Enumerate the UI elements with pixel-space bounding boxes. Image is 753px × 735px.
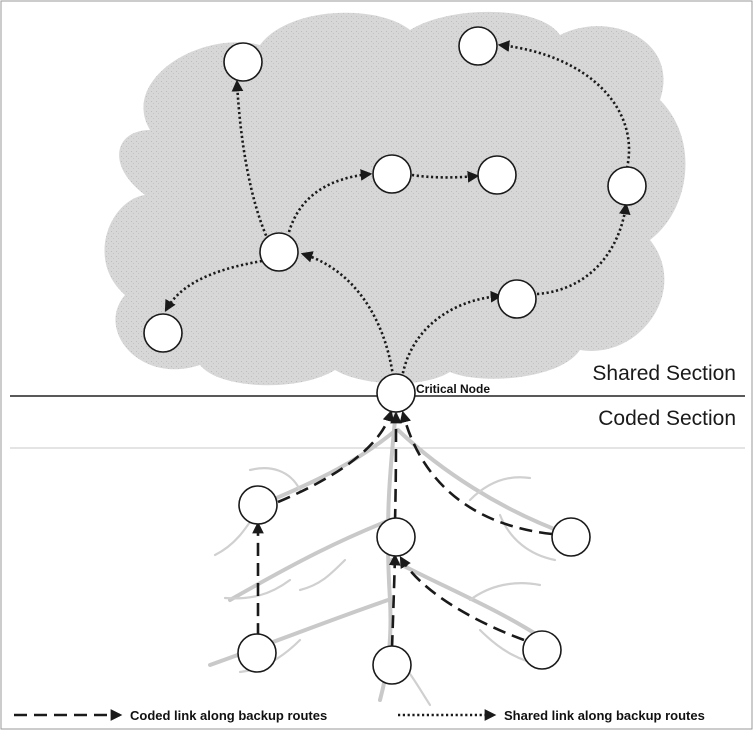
node-circle (372, 154, 412, 194)
shared-links (164, 40, 631, 379)
node-circle (376, 517, 416, 557)
shared-section-label: Shared Section (592, 362, 736, 385)
legend-shared-label: Shared link along backup routes (504, 708, 705, 723)
shared-cloud (104, 11, 686, 386)
nodes (143, 26, 647, 685)
legend: Coded link along backup routes Shared li… (14, 708, 705, 723)
critical-node (376, 373, 416, 413)
node-circle (237, 633, 277, 673)
node-circle (497, 279, 537, 319)
critical-node-label: Critical Node (416, 382, 490, 396)
legend-coded-label: Coded link along backup routes (130, 708, 327, 723)
node-circle (551, 517, 591, 557)
node-circle (238, 485, 278, 525)
node-circle (458, 26, 498, 66)
node-circle (477, 155, 517, 195)
node-circle (522, 630, 562, 670)
node-circle (143, 313, 183, 353)
node-circle (223, 42, 263, 82)
coded-section-label: Coded Section (598, 407, 736, 430)
node-circle (372, 645, 412, 685)
node-circle (607, 166, 647, 206)
coded-links (252, 409, 553, 649)
node-circle (259, 232, 299, 272)
